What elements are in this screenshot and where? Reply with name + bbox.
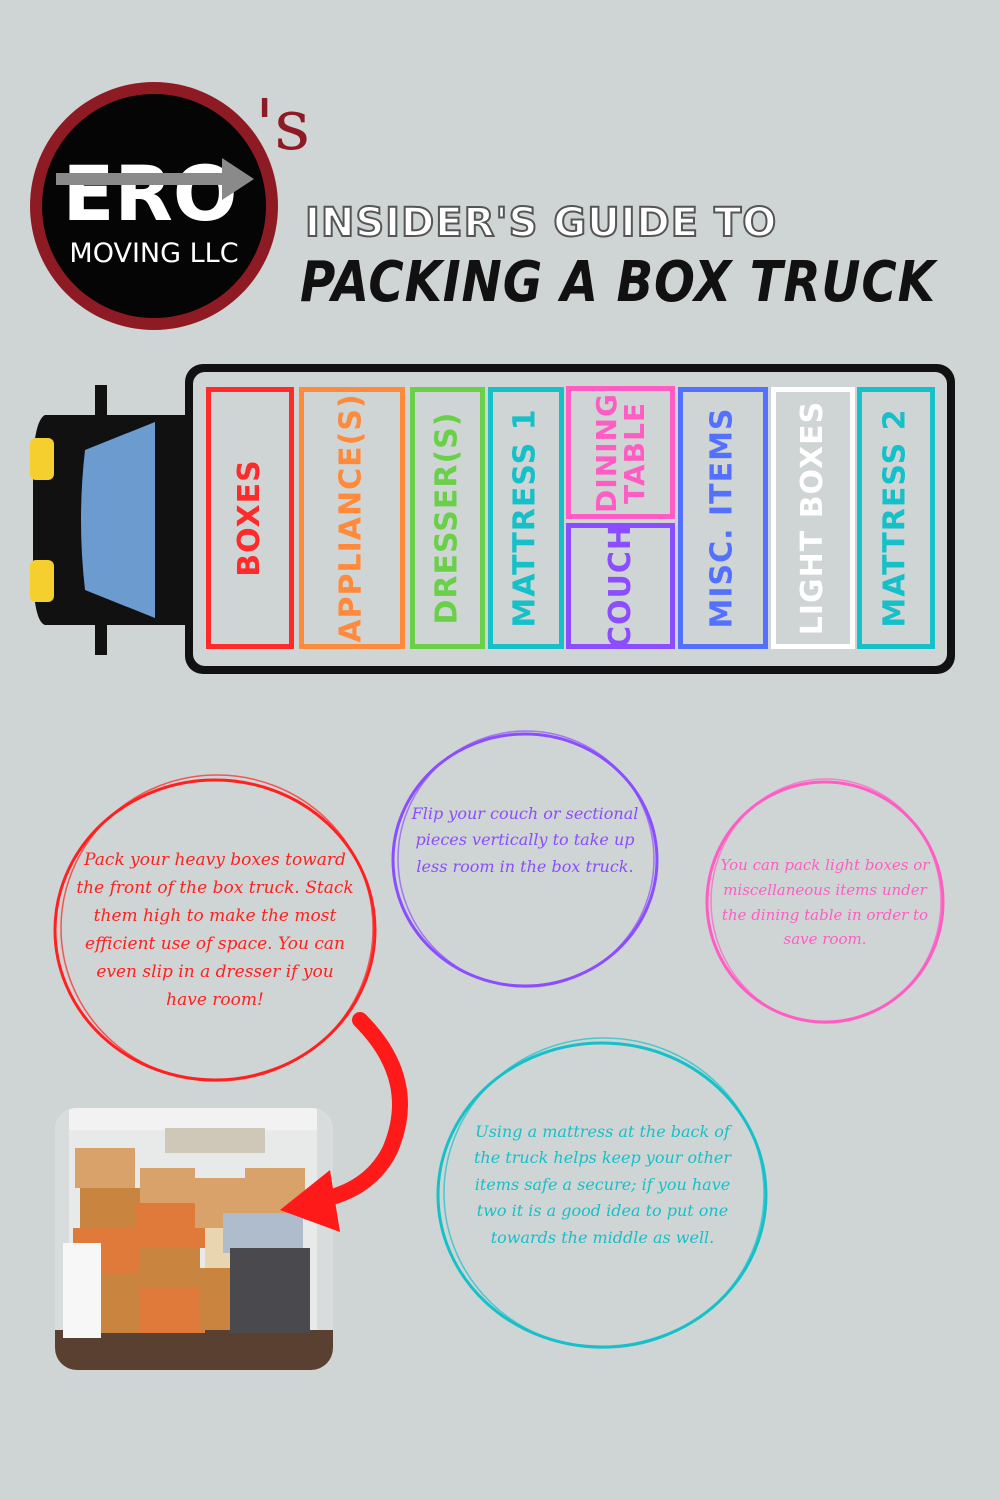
slot-dining-table: DINING TABLE — [566, 386, 675, 519]
slot-light-boxes: LIGHT BOXES — [771, 387, 855, 649]
slot-boxes: BOXES — [206, 387, 294, 649]
slot-label: BOXES — [232, 459, 267, 577]
tip-ring — [53, 774, 377, 1082]
logo-disc — [42, 94, 266, 318]
headlight-icon — [30, 438, 54, 480]
slot-mattress-2: MATTRESS 2 — [857, 387, 935, 649]
title-line1: INSIDER'S GUIDE TO — [304, 199, 778, 247]
slot-dressers: DRESSER(S) — [410, 387, 485, 649]
logo-subtitle: MOVING LLC — [69, 238, 238, 269]
slot-mattress-1: MATTRESS 1 — [488, 387, 564, 649]
headlight-icon — [30, 560, 54, 602]
slot-label: APPLIANCE(S) — [334, 393, 369, 643]
slot-label: MATTRESS 1 — [508, 408, 544, 628]
tip-couch: Flip your couch or sectional pieces vert… — [385, 728, 665, 993]
tip-light-boxes: You can pack light boxes or miscellaneou… — [700, 775, 950, 1030]
slot-label: MATTRESS 2 — [878, 408, 914, 628]
slot-label: DINING TABLE — [589, 392, 651, 513]
cargo-box-floor — [193, 372, 947, 666]
slot-appliances: APPLIANCE(S) — [299, 387, 405, 649]
tip-text: Flip your couch or sectional pieces vert… — [411, 803, 639, 876]
logo-brand: ERO — [62, 149, 237, 238]
slot-misc-items: MISC. ITEMS — [678, 387, 768, 649]
tip-ring — [705, 778, 945, 1024]
logo-arrow-shaft — [56, 173, 226, 185]
logo-possessive: 's — [255, 84, 311, 166]
logo-arrow-head — [222, 158, 254, 200]
tip-boxes: Pack your heavy boxes toward the front o… — [45, 770, 385, 1090]
slot-label: DRESSER(S) — [429, 411, 465, 625]
slot-label: MISC. ITEMS — [705, 407, 740, 629]
tip-text: Pack your heavy boxes toward the front o… — [76, 849, 354, 1011]
curved-arrow-icon — [270, 1000, 430, 1240]
slot-label: LIGHT BOXES — [795, 400, 831, 636]
truck-diagram: BOXES APPLIANCE(S) DRESSER(S) MATTRESS 1… — [25, 360, 965, 680]
tip-text: Using a mattress at the back of the truc… — [474, 1122, 731, 1247]
page-title: PACKING A BOX TRUCK — [300, 250, 936, 315]
tip-text: You can pack light boxes or miscellaneou… — [720, 856, 930, 949]
slot-couch: COUCH — [566, 523, 675, 649]
slot-label: COUCH — [602, 523, 638, 649]
tip-mattress: Using a mattress at the back of the truc… — [430, 1035, 775, 1355]
tip-ring — [436, 1037, 768, 1349]
company-logo: ERO MOVING LLC — [26, 78, 282, 334]
windshield-icon — [81, 422, 155, 618]
tip-ring — [391, 730, 659, 988]
